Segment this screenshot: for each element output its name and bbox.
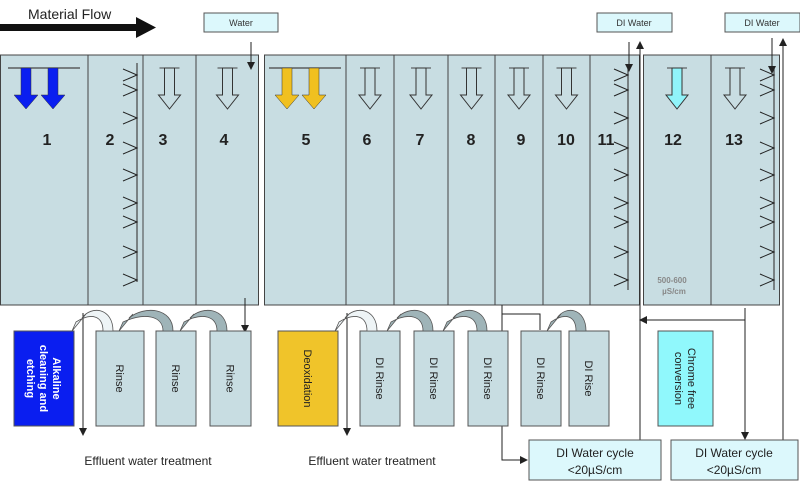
cascade-arrow-icon — [180, 310, 227, 331]
process-box-rinse: Rinse — [96, 331, 144, 426]
process-boxes: Alkalinecleaning andetching Rinse Rinse Rin… — [14, 331, 713, 426]
svg-text:Deoxidation: Deoxidation — [301, 349, 313, 407]
tank-line: 12345678910111213 — [1, 55, 780, 305]
svg-text:Rinse: Rinse — [169, 364, 181, 392]
supply-di-water-2: DI Water — [725, 13, 800, 32]
material-flow-label: Material Flow — [28, 6, 112, 22]
process-box-deoxidation: Deoxidation — [278, 331, 338, 426]
process-box-chrome-free-conversion: Chrome freeconversion — [658, 331, 713, 426]
svg-text:<20µS/cm: <20µS/cm — [707, 463, 762, 477]
cascade-arrow-icon — [119, 310, 173, 331]
effluent-label-1: Effluent water treatment — [84, 454, 212, 468]
tank-number: 9 — [517, 132, 526, 149]
cascade-arrow-icon — [387, 310, 433, 331]
process-box-di-rinse: DI Rinse — [414, 331, 454, 426]
tank-number: 5 — [302, 132, 311, 149]
supply-water: Water — [204, 13, 278, 32]
tank-number: 4 — [220, 132, 229, 149]
svg-text:DI Water cycle: DI Water cycle — [695, 446, 773, 460]
svg-text:<20µS/cm: <20µS/cm — [568, 463, 623, 477]
svg-text:DI Rinse: DI Rinse — [481, 357, 493, 399]
tank-number: 13 — [725, 132, 743, 149]
cascade-arrow-icon — [443, 310, 487, 331]
svg-text:DI Rinse: DI Rinse — [373, 357, 385, 399]
cascade-arrow-icon — [335, 310, 377, 331]
tank-number: 10 — [557, 132, 575, 149]
process-box-di-rinse: DI Rinse — [468, 331, 508, 426]
effluent-label-2: Effluent water treatment — [308, 454, 436, 468]
svg-text:DI Rise: DI Rise — [582, 360, 594, 396]
cascade-arrow-icon — [72, 310, 113, 331]
process-box-di-rise: DI Rise — [569, 331, 609, 426]
tank-group-2 — [265, 55, 640, 305]
svg-text:Water: Water — [229, 18, 253, 28]
svg-text:DI Water cycle: DI Water cycle — [556, 446, 634, 460]
di-water-cycle-2: DI Water cycle <20µS/cm — [671, 440, 798, 480]
process-box-di-rinse: DI Rinse — [360, 331, 400, 426]
conductivity-note-unit: µS/cm — [662, 287, 686, 296]
tank-group-1 — [1, 55, 259, 305]
cascade-arrows — [72, 310, 586, 331]
svg-text:DI Water: DI Water — [744, 18, 779, 28]
tank-number: 2 — [106, 132, 115, 149]
svg-text:DI Water: DI Water — [616, 18, 651, 28]
svg-text:Rinse: Rinse — [224, 364, 236, 392]
cascade-arrow-icon — [547, 310, 586, 331]
svg-text:Rinse: Rinse — [113, 364, 125, 392]
tank-number: 12 — [664, 132, 682, 149]
tank-number: 1 — [43, 132, 52, 149]
di-water-cycle-1: DI Water cycle <20µS/cm — [529, 440, 661, 480]
svg-text:DI Rinse: DI Rinse — [534, 357, 546, 399]
svg-text:DI Rinse: DI Rinse — [427, 357, 439, 399]
tank-number: 11 — [598, 132, 615, 149]
process-box-rinse: Rinse — [210, 331, 251, 426]
process-box-rinse: Rinse — [156, 331, 196, 426]
tank-number: 3 — [159, 132, 168, 149]
conductivity-note-value: 500-600 — [657, 276, 687, 285]
tank9-branch-line — [502, 314, 540, 330]
tank-number: 8 — [467, 132, 476, 149]
tank-number: 7 — [416, 132, 425, 149]
process-box-di-rinse: DI Rinse — [521, 331, 561, 426]
supply-di-water-1: DI Water — [597, 13, 672, 32]
tank13-return-line — [643, 308, 745, 320]
tank-number: 6 — [363, 132, 372, 149]
process-box-alkaline-cleaning-and-etching: Alkalinecleaning andetching — [14, 331, 74, 426]
svg-text:Chrome freeconversion: Chrome freeconversion — [672, 348, 697, 409]
